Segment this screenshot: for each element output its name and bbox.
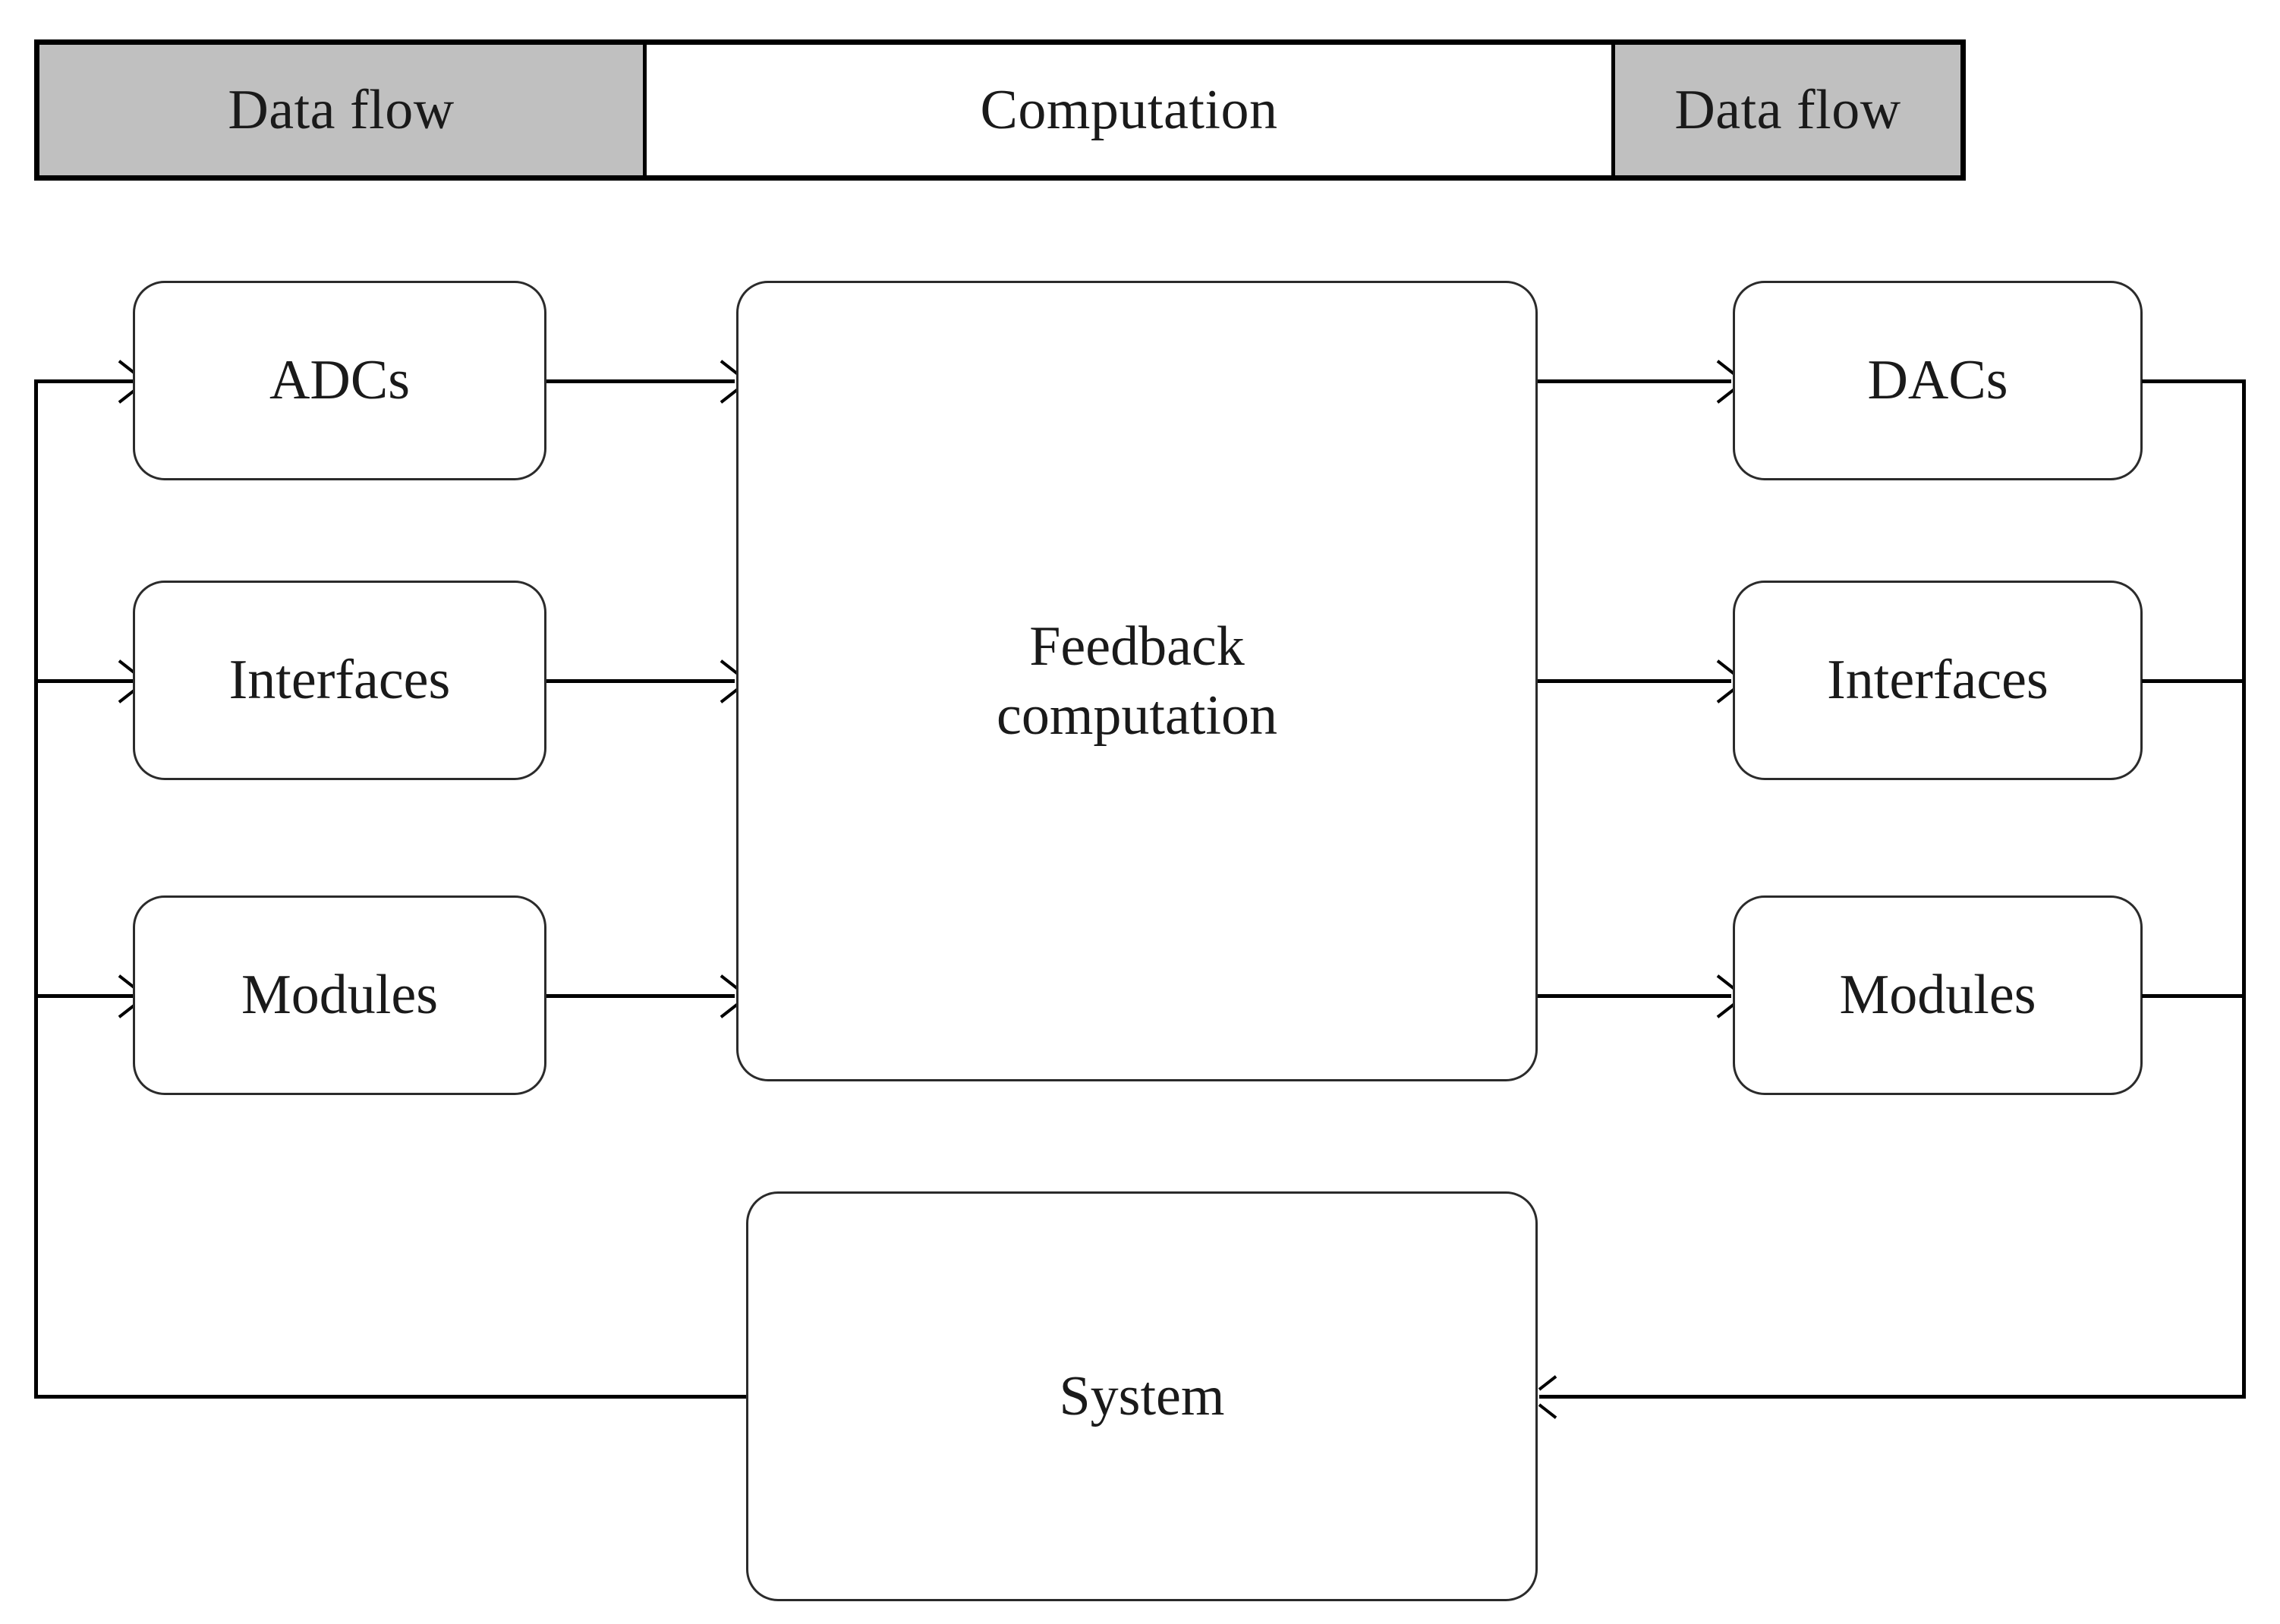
wire-compute-to-dacs [1538, 379, 1731, 383]
node-feedback-computation[interactable]: Feedback computation [736, 281, 1538, 1081]
wire-left-bus-bottom [34, 1395, 751, 1399]
wire-bus-to-interfaces-left [34, 679, 133, 683]
header-label-computation: Computation [980, 78, 1278, 141]
wire-right-bus-vertical [2242, 379, 2246, 1399]
node-system[interactable]: System [746, 1191, 1538, 1601]
wire-bus-to-modules-left [34, 994, 133, 998]
wire-compute-to-interfaces-output [1538, 679, 1731, 683]
node-label-modules-output: Modules [1839, 964, 2036, 1027]
header-cell-data-flow-right: Data flow [1615, 45, 1960, 175]
header-label-data-flow-left: Data flow [228, 78, 455, 141]
wire-adcs-to-compute [546, 379, 735, 383]
wire-right-bus-to-system [1539, 1395, 2246, 1399]
wire-bus-to-adcs [34, 379, 133, 383]
header-band: Data flow Computation Data flow [34, 39, 1966, 181]
node-modules-input[interactable]: Modules [133, 895, 546, 1095]
node-label-interfaces-output: Interfaces [1827, 649, 2049, 712]
node-label-adcs: ADCs [269, 349, 411, 412]
node-label-interfaces-input: Interfaces [228, 649, 451, 712]
node-label-modules-input: Modules [241, 964, 438, 1027]
wire-compute-to-modules-output [1538, 994, 1731, 998]
node-adcs[interactable]: ADCs [133, 281, 546, 480]
header-label-data-flow-right: Data flow [1674, 78, 1901, 141]
node-modules-output[interactable]: Modules [1733, 895, 2143, 1095]
wire-modules-output-to-right-bus [2142, 994, 2246, 998]
node-interfaces-input[interactable]: Interfaces [133, 581, 546, 780]
node-dacs[interactable]: DACs [1733, 281, 2143, 480]
wire-interfaces-input-to-compute [546, 679, 735, 683]
node-label-feedback-line2: computation [997, 684, 1277, 747]
header-cell-data-flow-left: Data flow [39, 45, 647, 175]
wire-modules-input-to-compute [546, 994, 735, 998]
node-label-dacs: DACs [1867, 349, 2008, 412]
wire-left-bus-vertical [34, 382, 38, 1399]
node-label-system: System [1059, 1364, 1225, 1427]
wire-dacs-to-right-bus [2142, 379, 2246, 383]
node-label-feedback-line1: Feedback [1029, 615, 1245, 678]
wire-interfaces-output-to-right-bus [2142, 679, 2246, 683]
header-cell-computation: Computation [647, 45, 1615, 175]
node-interfaces-output[interactable]: Interfaces [1733, 581, 2143, 780]
